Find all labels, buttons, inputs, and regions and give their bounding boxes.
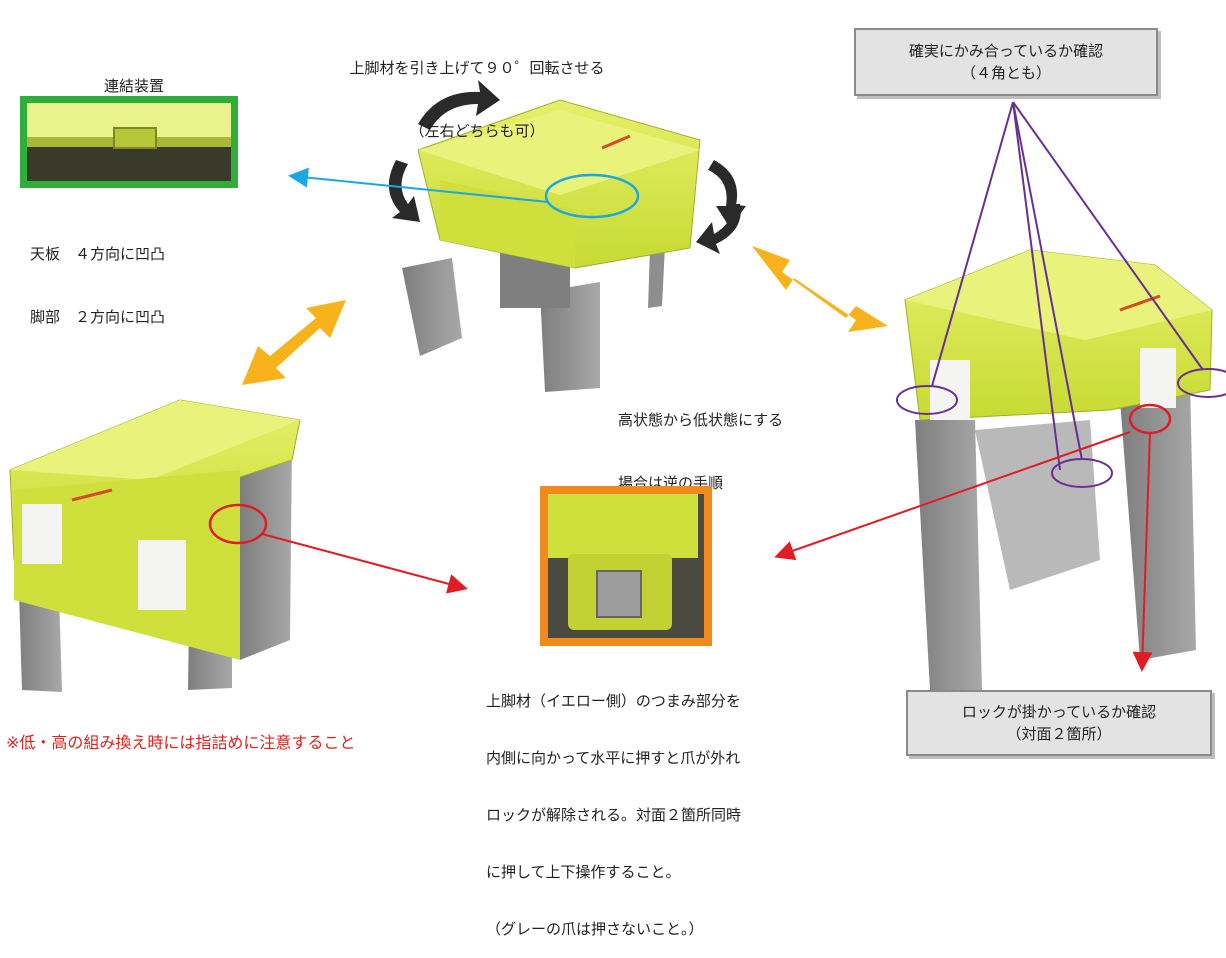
lock-check-line2: （対面２箇所）	[1006, 725, 1112, 743]
lock-detail-yellow	[548, 494, 698, 558]
low-stool-image	[9, 399, 301, 692]
connector-note-top: 天板 ４方向に凹凸	[30, 245, 166, 263]
center-stool-image	[402, 99, 701, 392]
connector-note-leg: 脚部 ２方向に凹凸	[30, 308, 166, 326]
rotation-instruction: 上脚材を引き上げて９０゜回転させる （左右どちらも可）	[292, 16, 662, 163]
rotation-arrows	[388, 80, 746, 254]
connector-shadow	[27, 147, 231, 181]
mesh-check-box: 確実にかみ合っているか確認 （４角とも）	[854, 28, 1158, 96]
connector-notes: 天板 ４方向に凹凸 脚部 ２方向に凹凸	[30, 202, 165, 349]
release-line3: ロックが解除される。対面２箇所同時	[486, 806, 742, 824]
transition-double-arrows	[242, 246, 888, 385]
lock-check-line1: ロックが掛かっているか確認	[961, 703, 1157, 721]
lock-detail-claw	[596, 570, 642, 618]
release-line4: に押して上下操作すること。	[486, 863, 681, 881]
release-line1: 上脚材（イエロー側）のつまみ部分を	[486, 692, 741, 710]
release-instruction: 上脚材（イエロー側）のつまみ部分を 内側に向かって水平に押すと爪が外れ ロックが…	[486, 654, 741, 958]
connector-photo	[20, 96, 238, 188]
mesh-check-line2: （４角とも）	[960, 64, 1051, 82]
mesh-check-line1: 確実にかみ合っているか確認	[908, 42, 1104, 60]
reverse-note-line1: 高状態から低状態にする	[618, 411, 784, 429]
connector-label: 連結装置	[103, 77, 164, 95]
illustration-layer	[9, 80, 1226, 692]
mesh-check-markers	[896, 101, 1226, 488]
lock-check-box: ロックが掛かっているか確認 （対面２箇所）	[906, 690, 1212, 756]
release-line5: （グレーの爪は押さないこと。）	[486, 920, 704, 938]
release-line2: 内側に向かって水平に押すと爪が外れ	[486, 749, 741, 767]
rotation-instruction-line2: （左右どちらも可）	[409, 122, 545, 140]
connector-latch	[113, 127, 157, 149]
rotation-instruction-line1: 上脚材を引き上げて９０゜回転させる	[349, 59, 605, 77]
lock-detail-photo	[540, 486, 712, 646]
finger-pinch-warning: ※低・高の組み換え時には指詰めに注意すること	[6, 733, 356, 752]
